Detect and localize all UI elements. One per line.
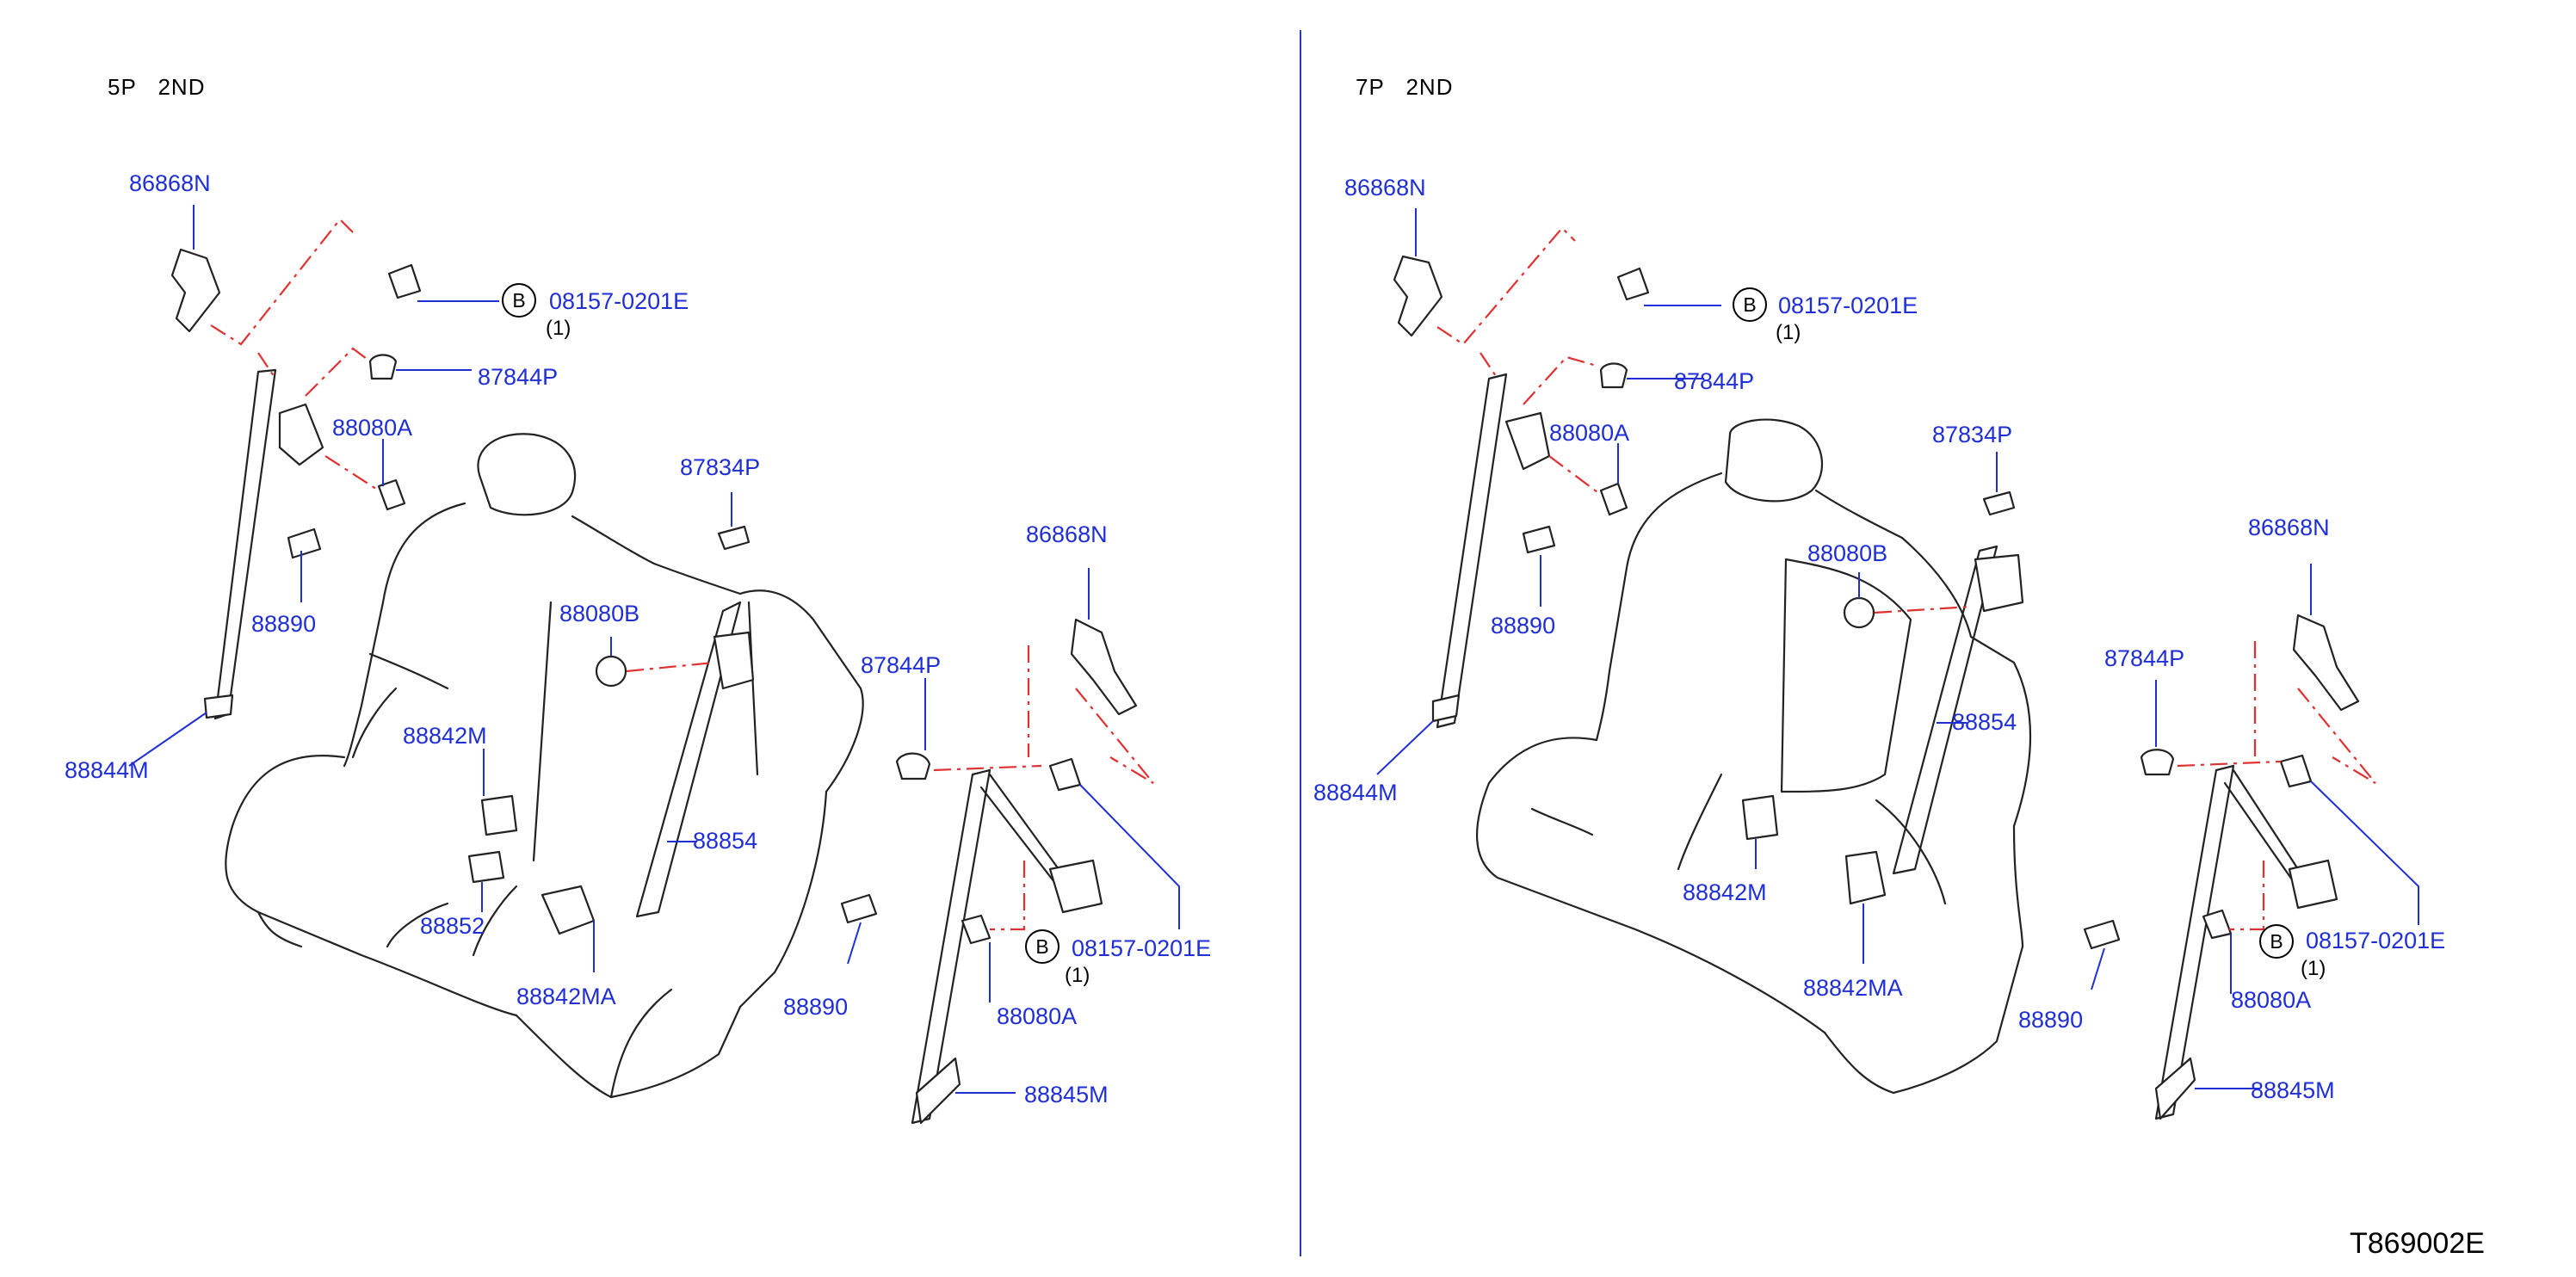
- part-label-87834p[interactable]: 87834P: [680, 454, 761, 480]
- part-label-88854[interactable]: 88854: [1952, 709, 2017, 735]
- part-label-87844p[interactable]: 87844P: [861, 652, 942, 678]
- section-title-7p: 7P 2ND: [1356, 74, 1454, 100]
- part-label-88845m[interactable]: 88845M: [1024, 1082, 1109, 1107]
- bolt-marker-b: B: [502, 283, 536, 318]
- part-label-88080a[interactable]: 88080A: [1549, 420, 1630, 446]
- quantity-label: (1): [1065, 964, 1090, 987]
- part-label-87834p[interactable]: 87834P: [1932, 422, 2013, 447]
- part-label-88080b[interactable]: 88080B: [559, 601, 640, 626]
- bolt-marker-b: B: [1025, 929, 1059, 964]
- part-label-88852[interactable]: 88852: [420, 913, 485, 939]
- part-label-87844p[interactable]: 87844P: [2104, 645, 2185, 671]
- diagram-code: T869002E: [2350, 1227, 2485, 1260]
- part-label-08157-0201e[interactable]: 08157-0201E: [1072, 935, 1212, 961]
- right-seat: [1376, 208, 2419, 1120]
- part-label-88844m[interactable]: 88844M: [65, 757, 149, 783]
- part-label-88080a[interactable]: 88080A: [997, 1003, 1078, 1029]
- quantity-label: (1): [546, 317, 571, 340]
- part-label-88845m[interactable]: 88845M: [2251, 1077, 2335, 1103]
- section-title-5p: 5P 2ND: [108, 74, 206, 100]
- part-label-86868n[interactable]: 86868N: [1026, 521, 1108, 547]
- part-label-88842m[interactable]: 88842M: [1683, 879, 1767, 905]
- part-label-88890[interactable]: 88890: [1491, 613, 1556, 638]
- part-label-88890[interactable]: 88890: [2018, 1007, 2084, 1033]
- part-label-87844p[interactable]: 87844P: [478, 364, 559, 390]
- part-label-88080b[interactable]: 88080B: [1807, 540, 1888, 566]
- part-label-88854[interactable]: 88854: [693, 828, 758, 854]
- part-label-88842ma[interactable]: 88842MA: [1803, 975, 1903, 1001]
- quantity-label: (1): [2301, 957, 2326, 980]
- part-label-87844p[interactable]: 87844P: [1674, 368, 1755, 394]
- part-label-86868n[interactable]: 86868N: [2248, 515, 2330, 540]
- section-divider: [1300, 30, 1301, 1256]
- part-label-86868n[interactable]: 86868N: [129, 170, 211, 196]
- bolt-marker-b: B: [1733, 287, 1767, 322]
- left-seat: [128, 205, 1180, 1125]
- part-label-86868n[interactable]: 86868N: [1344, 175, 1426, 200]
- bolt-marker-b: B: [2259, 924, 2294, 959]
- part-label-88842ma[interactable]: 88842MA: [516, 984, 616, 1009]
- part-label-88080a[interactable]: 88080A: [2231, 987, 2312, 1013]
- part-label-08157-0201e[interactable]: 08157-0201E: [549, 288, 689, 314]
- quantity-label: (1): [1776, 321, 1801, 344]
- part-label-88842m[interactable]: 88842M: [403, 723, 487, 749]
- part-label-08157-0201e[interactable]: 08157-0201E: [2306, 928, 2446, 953]
- part-label-88844m[interactable]: 88844M: [1313, 780, 1398, 805]
- part-label-88890[interactable]: 88890: [251, 611, 317, 637]
- part-label-08157-0201e[interactable]: 08157-0201E: [1778, 293, 1918, 318]
- part-label-88080a[interactable]: 88080A: [332, 415, 413, 441]
- part-label-88890[interactable]: 88890: [783, 994, 849, 1020]
